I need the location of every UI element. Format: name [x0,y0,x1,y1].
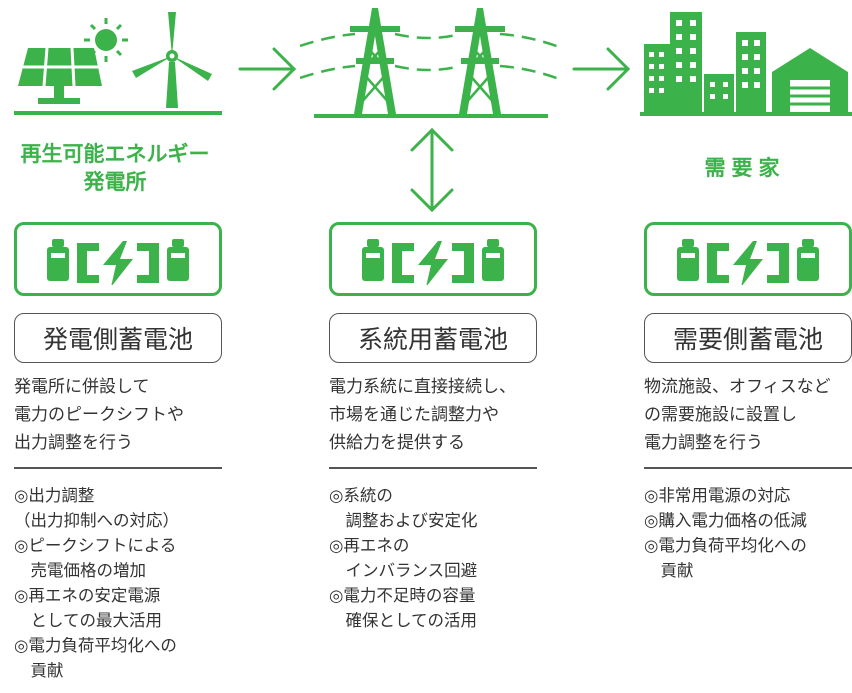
divider [14,467,222,469]
list-item: 貢献 [14,661,64,680]
battery-icon [47,239,189,285]
battery-box-grid [329,222,537,296]
list-item: ◎非常用電源の対応 [644,486,791,505]
list-item: ◎電力不足時の容量 [329,586,476,605]
solar-panel-icon [18,18,128,104]
label-grid-storage: 系統用蓄電池 [329,313,537,363]
desc-demand: 物流施設、オフィスなど の需要施設に設置し 電力調整を行う [644,377,831,453]
list-item: 調整および安定化 [329,511,478,530]
list-item: 売電価格の増加 [14,561,147,580]
buildings-icon [640,12,852,116]
desc-generation: 発電所に併設して 電力のピークシフトや 出力調整を行う [14,377,184,453]
arrow-right-icon [238,47,297,91]
list-item: ◎電力負荷平均化への [14,636,177,655]
transmission-tower-icon [300,8,562,118]
list-item: ◎購入電力価格の低減 [644,511,807,530]
bullets-grid: ◎系統の 調整および安定化 ◎再エネの インバランス回避 ◎電力不足時の容量 確… [329,483,559,633]
list-item: ◎電力負荷平均化への [644,536,807,555]
battery-icon [362,239,504,285]
double-arrow-icon [410,127,454,213]
list-item: ◎再エネの [329,536,410,555]
battery-box-generation [14,222,222,296]
divider [644,467,852,469]
label-generation-storage: 発電側蓄電池 [14,313,222,363]
list-item: としての最大活用 [14,611,163,630]
list-item: ◎ピークシフトによる [14,536,177,555]
wind-turbine-icon [132,12,212,108]
battery-icon [677,239,819,285]
list-item: 貢献 [644,561,694,580]
divider [329,467,537,469]
bullets-demand: ◎非常用電源の対応 ◎購入電力価格の低減 ◎電力負荷平均化への 貢献 [644,483,852,583]
source-ground-line [14,111,222,115]
arrow-right-icon [572,47,631,91]
battery-box-demand [644,222,852,296]
list-item: 確保としての活用 [329,611,478,630]
list-item: （出力抑制への対応） [14,511,179,530]
bullets-generation: ◎出力調整 （出力抑制への対応） ◎ピークシフトによる 売電価格の増加 ◎再エネ… [14,483,244,683]
desc-grid: 電力系統に直接接続し、 市場を通じた調整力や 供給力を提供する [329,377,516,453]
list-item: ◎系統の [329,486,393,505]
list-item: ◎出力調整 [14,486,95,505]
label-demand-storage: 需要側蓄電池 [644,313,852,363]
demand-title: 需要家 [704,156,786,180]
warehouse-icon [772,48,848,112]
list-item: ◎再エネの安定電源 [14,586,161,605]
source-title: 再生可能エネルギー 発電所 [20,142,210,194]
list-item: インバランス回避 [329,561,478,580]
